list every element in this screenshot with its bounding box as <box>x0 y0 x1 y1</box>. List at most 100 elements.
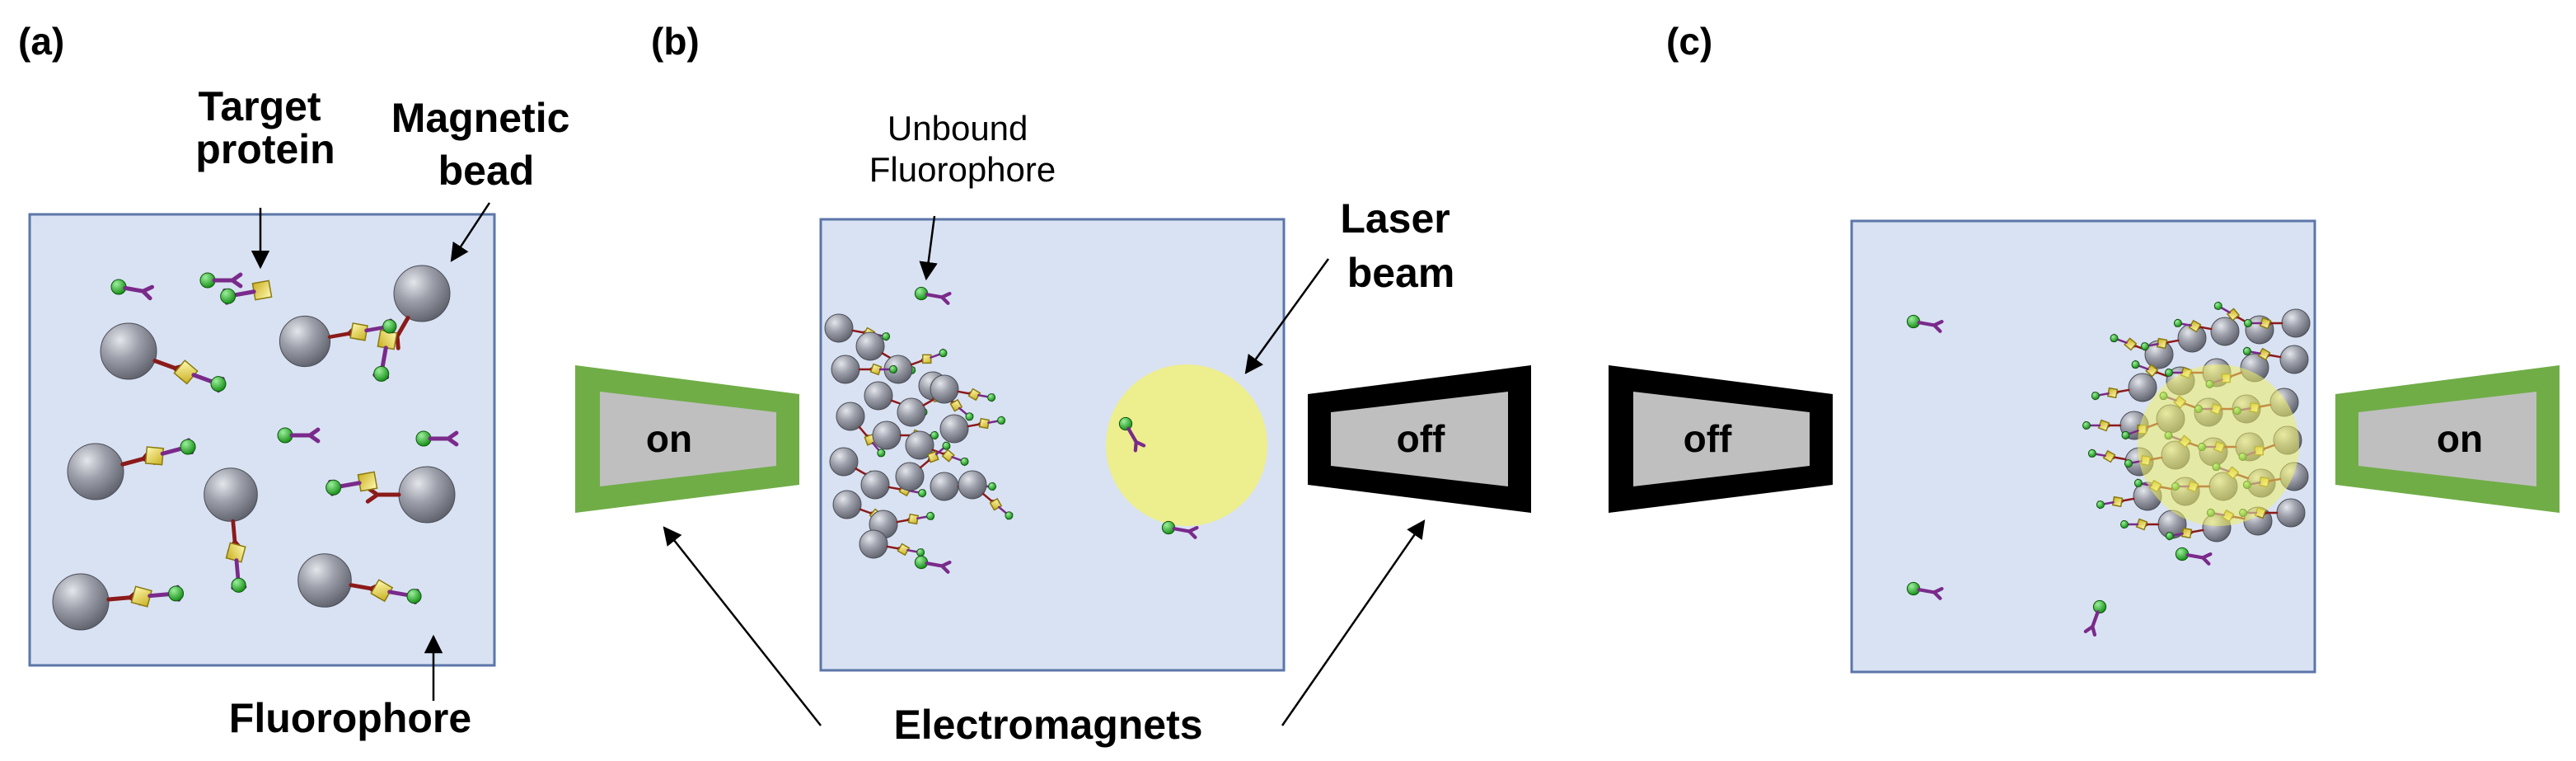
magnetic-bead <box>832 490 862 519</box>
target-protein <box>349 322 368 341</box>
fluorophore <box>220 288 237 304</box>
magnetic-bead <box>930 472 959 501</box>
magnetic-bead-label-line1: Magnetic <box>391 95 570 141</box>
laser-beam-label-line1: Laser <box>1340 195 1450 242</box>
electromagnet-4-core <box>2358 392 2536 486</box>
arrow-unbound-fluorophore <box>919 215 938 281</box>
electromagnet-4: on <box>2335 365 2560 513</box>
particles-b <box>824 286 1199 574</box>
target-protein <box>897 543 911 557</box>
antibody <box>925 291 952 305</box>
target-protein-label-line1: Target <box>198 83 321 129</box>
magnetic-bead <box>2210 317 2240 346</box>
arrow-electromagnet-left <box>663 526 822 726</box>
target-protein <box>941 449 955 463</box>
arrow-laser-beam <box>1244 258 1330 374</box>
magnetic-bead <box>398 466 456 524</box>
fluorophore <box>326 479 342 496</box>
target-protein <box>2188 319 2202 333</box>
fluorophore <box>987 393 996 402</box>
laser-spot-c <box>2138 364 2299 526</box>
magnetic-bead <box>2279 345 2309 374</box>
fluorophore <box>2120 520 2129 528</box>
fluorophore <box>168 585 185 602</box>
target-protein <box>2106 387 2119 399</box>
antibody <box>1126 426 1146 453</box>
arrow-electromagnet-right <box>1281 519 1426 726</box>
target-protein <box>2124 337 2138 351</box>
electromagnet-2-core <box>1331 392 1508 486</box>
electromagnet-1-label: on <box>646 417 692 460</box>
target-protein <box>2135 518 2148 531</box>
fluorophore <box>2244 319 2252 327</box>
panel-a-letter: (a) <box>18 20 64 63</box>
electromagnet-1-core <box>600 392 776 486</box>
magnetic-bead <box>204 467 258 522</box>
target-protein <box>2259 317 2272 330</box>
fluorophore <box>2140 342 2149 351</box>
fluorophore <box>373 365 390 382</box>
target-protein <box>2180 527 2193 539</box>
magnetic-bead <box>897 397 926 427</box>
target-protein <box>967 388 981 402</box>
target-protein <box>2156 337 2168 350</box>
fluorophore <box>926 511 935 520</box>
fluorophore <box>2131 360 2140 369</box>
magnetic-bead <box>872 420 902 450</box>
electromagnet-3-core <box>1633 392 1810 486</box>
fluorophore <box>2121 430 2130 439</box>
magnetic-bead <box>831 355 860 384</box>
fluorophore <box>942 441 951 450</box>
target-protein <box>225 542 246 563</box>
fluorophore <box>180 439 196 455</box>
panel-c-letter: (c) <box>1666 20 1712 63</box>
particles-a <box>52 265 459 631</box>
magnetic-bead <box>930 374 959 404</box>
fluorophore <box>1005 511 1014 520</box>
magnetic-bead <box>905 430 934 460</box>
target-protein <box>173 359 199 385</box>
fluorophore <box>2242 346 2251 355</box>
electromagnet-4-label: on <box>2437 417 2483 460</box>
target-protein-label-line2: protein <box>195 126 335 172</box>
magnetic-bead <box>829 447 859 477</box>
target-protein <box>144 446 165 466</box>
laser-beam-label: Laser beam <box>1340 195 1461 296</box>
target-protein <box>2226 308 2241 322</box>
fluorophore <box>231 577 246 593</box>
target-protein <box>370 579 394 603</box>
fluorophore <box>877 449 886 458</box>
fluorophore <box>406 589 422 604</box>
magnetic-bead-label: Magnetic bead <box>391 95 582 194</box>
magnetic-bead <box>279 315 331 368</box>
electromagnet-2: off <box>1308 365 1531 513</box>
fluorophore <box>882 332 891 341</box>
fluorophore <box>2165 369 2173 377</box>
target-protein <box>2111 496 2124 508</box>
magnetic-bead <box>824 313 854 343</box>
fluorophore <box>939 349 948 358</box>
antibody <box>1917 586 1944 600</box>
antibody <box>925 560 952 574</box>
magnetic-bead <box>855 331 885 361</box>
magnetic-bead <box>67 443 124 500</box>
unbound-fluorophore-label-line1: Unbound <box>888 109 1028 148</box>
fluorophore <box>988 482 996 491</box>
magnetic-bead <box>836 402 865 431</box>
fluorophore <box>2091 392 2100 401</box>
magnetic-bead <box>2281 308 2311 338</box>
fluorophore <box>930 431 939 439</box>
target-protein <box>869 363 883 376</box>
fluorophore <box>916 548 925 557</box>
antibody <box>289 427 321 444</box>
magnetic-bead <box>297 553 352 608</box>
magnetic-bead <box>2128 373 2157 402</box>
magnetic-bead <box>958 470 987 500</box>
magnetic-bead <box>100 322 157 380</box>
arrow-magnetic-bead <box>450 202 491 262</box>
fluorophore <box>965 412 974 421</box>
fluorophore <box>210 376 227 392</box>
electromagnet-2-label: off <box>1397 417 1445 460</box>
target-protein <box>922 354 932 364</box>
fluorophore <box>2110 334 2119 343</box>
